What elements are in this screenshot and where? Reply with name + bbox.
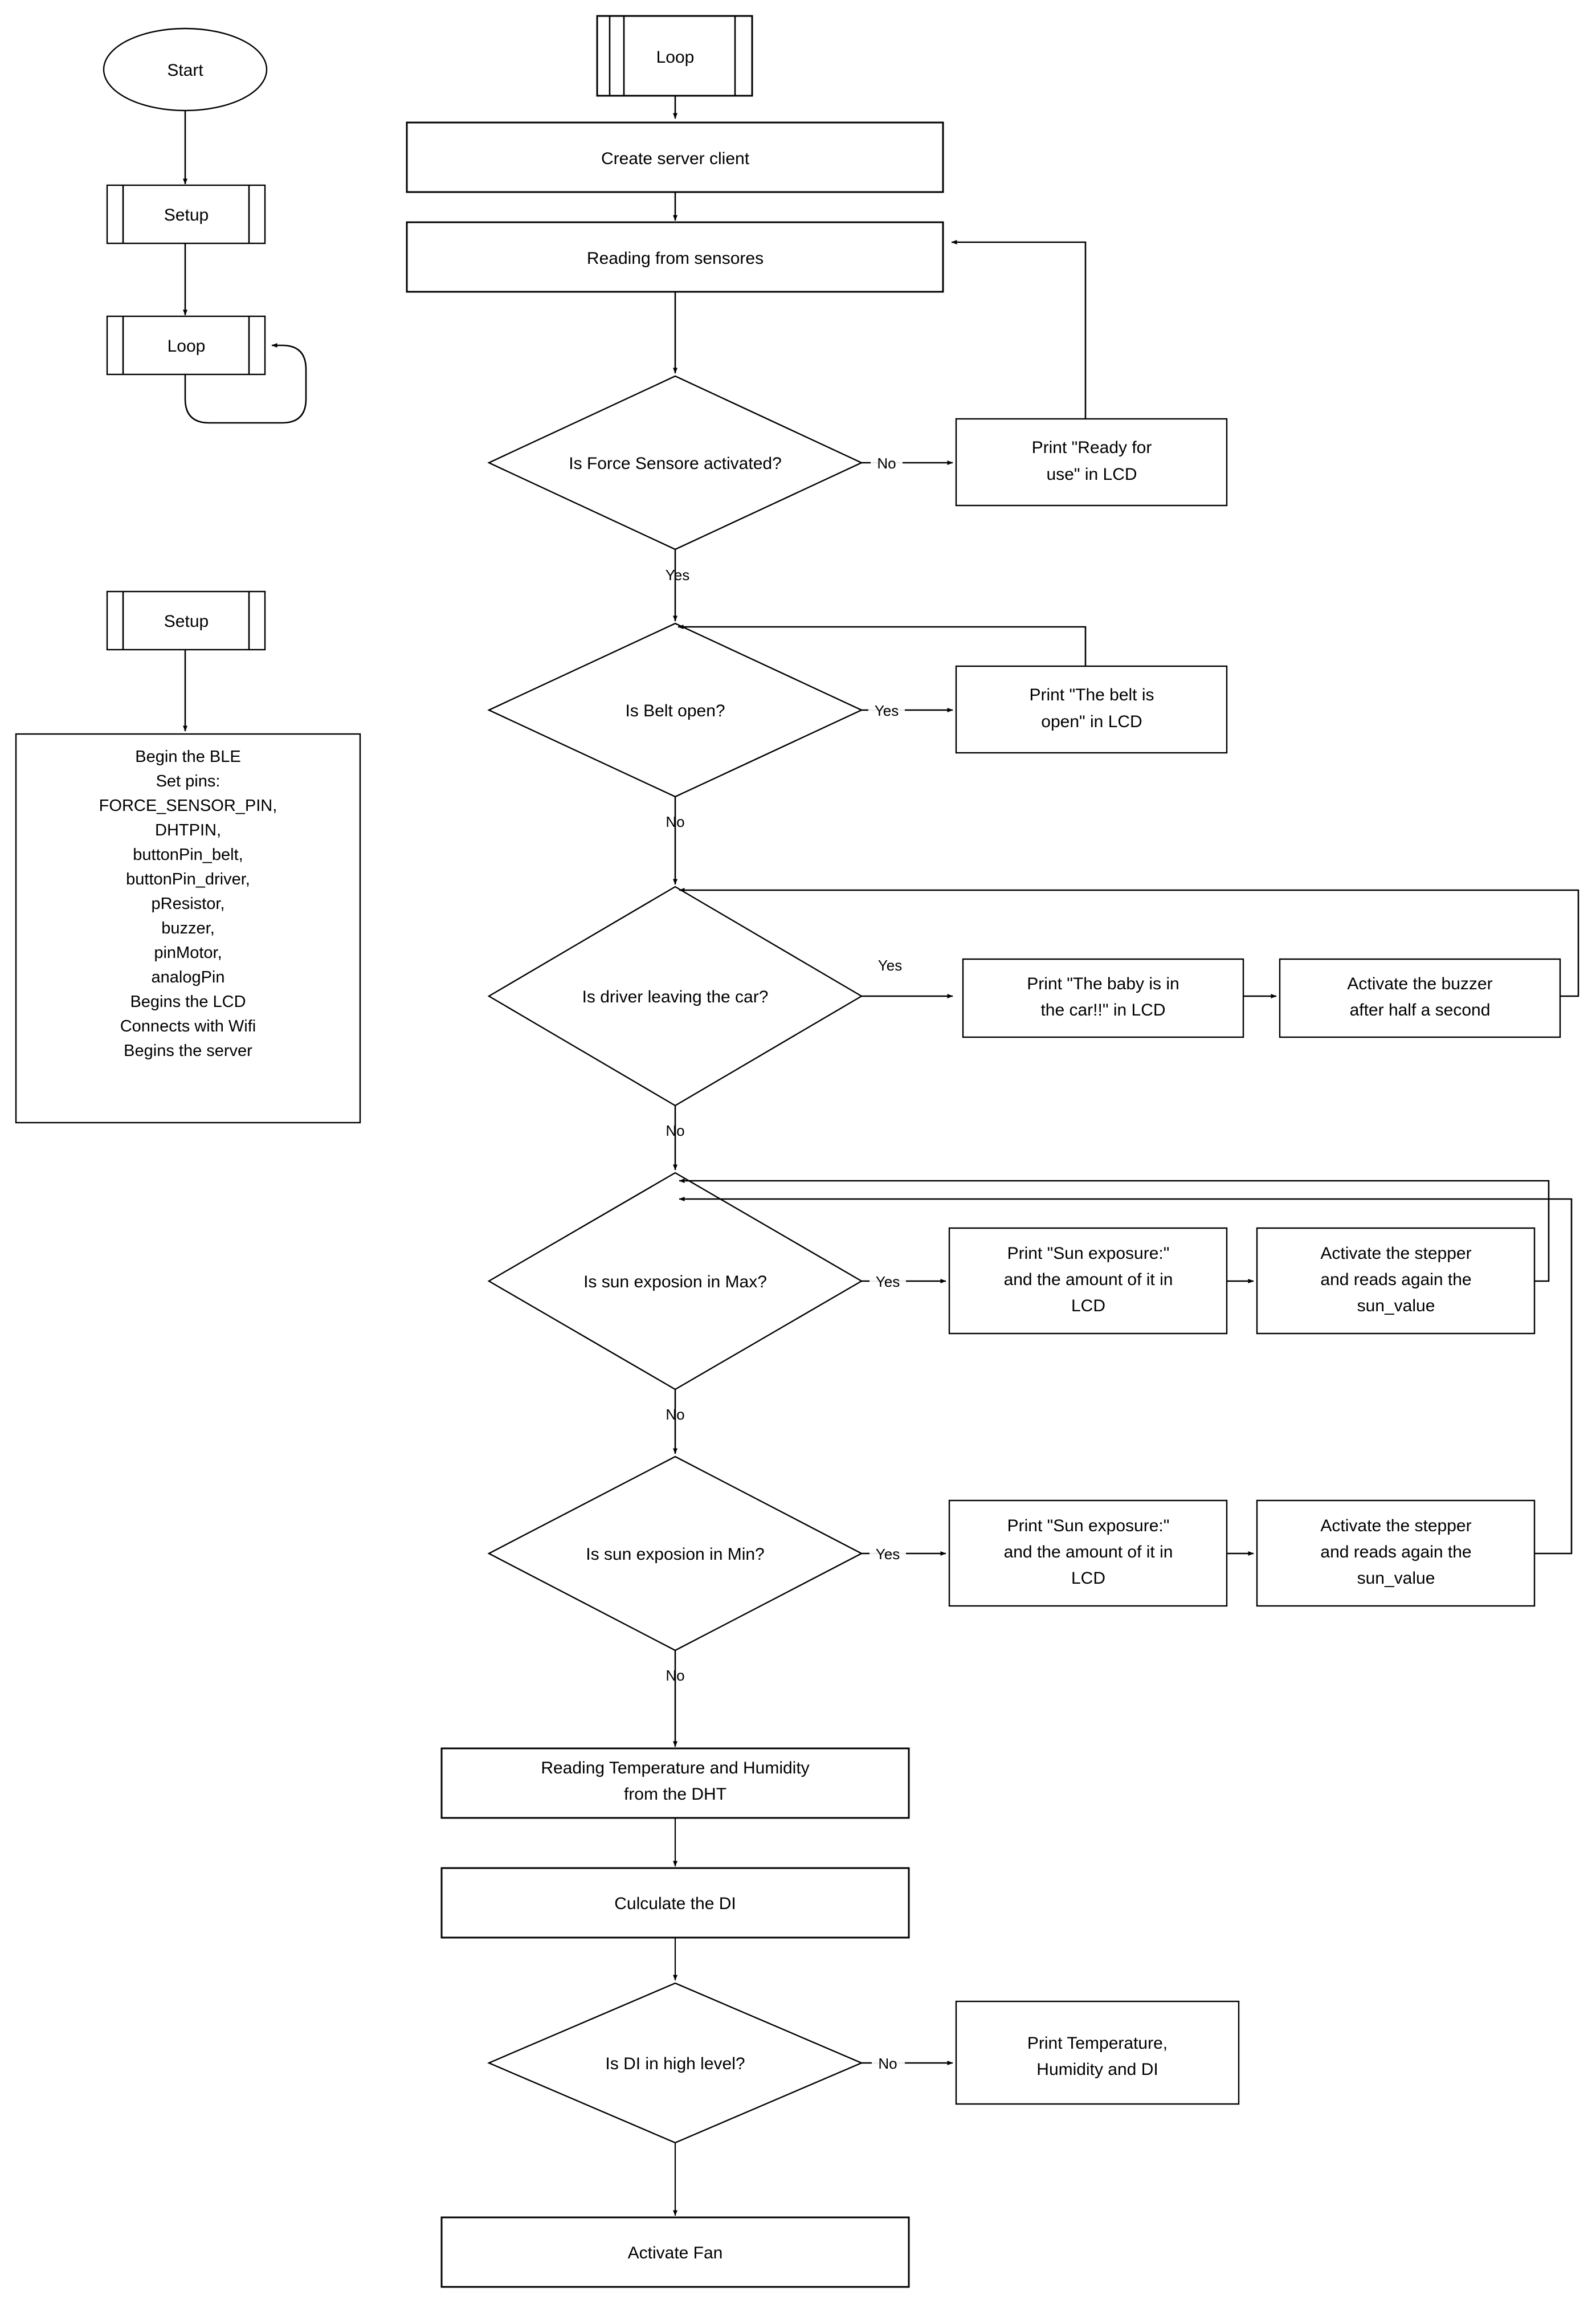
di-high-line-0: Is DI in high level? bbox=[605, 2054, 745, 2073]
setup-line-9: analogPin bbox=[152, 968, 225, 986]
setup-line-5: buttonPin_driver, bbox=[126, 870, 250, 888]
setup-detail-box bbox=[15, 733, 361, 1124]
stepper-min-line-0: Activate the stepper bbox=[1320, 1516, 1471, 1535]
print-sun-max-line-1: and the amount of it in bbox=[1004, 1270, 1173, 1289]
stepper-max-line-1: and reads again the bbox=[1320, 1270, 1471, 1289]
print-belt-open-line-1: open" in LCD bbox=[1041, 712, 1142, 731]
node-calc-di[interactable]: Culculate the DI bbox=[440, 1867, 910, 1939]
force-sensor-yes-label: Yes bbox=[666, 566, 689, 584]
overview-loop-selfedge bbox=[184, 343, 307, 424]
calc-di-line-0: Culculate the DI bbox=[614, 1894, 736, 1913]
activate-buzzer-line-1: after half a second bbox=[1350, 1001, 1491, 1020]
node-stepper-min[interactable]: Activate the stepper and reads again the… bbox=[1256, 1499, 1536, 1607]
setup-line-8: pinMotor, bbox=[154, 944, 222, 962]
node-read-dht[interactable]: Reading Temperature and Humidity from th… bbox=[440, 1747, 910, 1819]
force-sensor-line-0: Is Force Sensore activated? bbox=[569, 454, 782, 473]
print-sun-max-line-2: LCD bbox=[1071, 1296, 1105, 1315]
loop-header-label: Loop bbox=[656, 48, 695, 67]
read-dht-line-1: from the DHT bbox=[624, 1785, 726, 1804]
edge-buzzer-feedback bbox=[679, 888, 1579, 997]
start-label: Start bbox=[167, 61, 203, 80]
activate-fan-line-0: Activate Fan bbox=[628, 2244, 723, 2262]
reading-sensores-line-0: Reading from sensores bbox=[587, 249, 764, 268]
node-force-sensor-decision[interactable]: Is Force Sensore activated? bbox=[487, 375, 863, 551]
setup-line-2: FORCE_SENSOR_PIN, bbox=[99, 797, 277, 815]
node-activate-buzzer[interactable]: Activate the buzzer after half a second bbox=[1279, 958, 1561, 1038]
setup-line-7: buzzer, bbox=[161, 919, 215, 937]
belt-open-line-0: Is Belt open? bbox=[625, 702, 725, 720]
belt-open-yes-label: Yes bbox=[875, 702, 899, 719]
print-ready-line-0: Print "Ready for bbox=[1032, 438, 1152, 457]
node-belt-open-decision[interactable]: Is Belt open? bbox=[487, 622, 863, 798]
node-sun-max-decision[interactable]: Is sun exposion in Max? bbox=[487, 1172, 863, 1390]
stepper-max-line-0: Activate the stepper bbox=[1320, 1244, 1471, 1263]
driver-leaving-yes-label: Yes bbox=[878, 957, 902, 974]
setup-detail-subroutine[interactable]: Setup bbox=[106, 590, 266, 651]
sun-min-yes-label: Yes bbox=[876, 1546, 900, 1563]
node-print-sun-max[interactable]: Print "Sun exposure:" and the amount of … bbox=[948, 1227, 1228, 1335]
setup-line-1: Set pins: bbox=[156, 772, 221, 790]
node-print-belt-open[interactable]: Print "The belt is open" in LCD bbox=[955, 665, 1228, 754]
overview-setup-subroutine[interactable]: Setup bbox=[106, 184, 266, 244]
node-activate-fan[interactable]: Activate Fan bbox=[440, 2216, 910, 2288]
activate-buzzer-line-0: Activate the buzzer bbox=[1347, 974, 1492, 993]
node-print-sun-min[interactable]: Print "Sun exposure:" and the amount of … bbox=[948, 1499, 1228, 1607]
node-stepper-max[interactable]: Activate the stepper and reads again the… bbox=[1256, 1227, 1536, 1335]
setup-line-0: Begin the BLE bbox=[135, 748, 240, 766]
print-belt-open-line-0: Print "The belt is bbox=[1029, 686, 1154, 704]
sun-max-line-0: Is sun exposion in Max? bbox=[583, 1273, 767, 1291]
create-server-client-line-0: Create server client bbox=[601, 149, 750, 168]
overview-group: Start Setup Loop bbox=[103, 27, 307, 424]
setup-line-10: Begins the LCD bbox=[130, 993, 246, 1011]
node-print-ready[interactable]: Print "Ready for use" in LCD bbox=[955, 418, 1228, 507]
edge-stepper-max-feedback bbox=[679, 1179, 1550, 1282]
stepper-min-line-2: sun_value bbox=[1357, 1569, 1435, 1588]
print-sun-min-line-1: and the amount of it in bbox=[1004, 1543, 1173, 1561]
node-print-temp[interactable]: Print Temperature, Humidity and DI bbox=[955, 2000, 1240, 2105]
print-temp-line-1: Humidity and DI bbox=[1036, 2060, 1158, 2079]
stepper-min-line-1: and reads again the bbox=[1320, 1543, 1471, 1561]
setup-line-3: DHTPIN, bbox=[155, 821, 221, 839]
edge-stepper-min-feedback bbox=[679, 1197, 1573, 1555]
force-sensor-no-label: No bbox=[877, 455, 896, 472]
sun-max-yes-label: Yes bbox=[876, 1273, 900, 1290]
print-baby-line-1: the car!!" in LCD bbox=[1040, 1001, 1165, 1020]
setup-detail-group: Setup Begin the BLE Set pins: FORCE_SENS… bbox=[15, 590, 361, 1124]
node-sun-min-decision[interactable]: Is sun exposion in Min? bbox=[487, 1455, 863, 1652]
print-baby-line-0: Print "The baby is in bbox=[1027, 974, 1179, 993]
node-di-high-decision[interactable]: Is DI in high level? bbox=[487, 1982, 864, 2144]
setup-detail-header: Setup bbox=[164, 612, 209, 631]
node-create-server-client[interactable]: Create server client bbox=[406, 121, 944, 193]
edge-print-ready-feedback bbox=[951, 240, 1087, 419]
sun-min-line-0: Is sun exposion in Min? bbox=[586, 1545, 765, 1564]
node-print-baby[interactable]: Print "The baby is in the car!!" in LCD bbox=[962, 958, 1244, 1038]
setup-line-6: pResistor, bbox=[152, 895, 225, 913]
overview-setup-label: Setup bbox=[164, 206, 209, 225]
setup-line-12: Begins the server bbox=[124, 1042, 252, 1060]
node-reading-sensores[interactable]: Reading from sensores bbox=[406, 221, 944, 293]
setup-line-4: buttonPin_belt, bbox=[133, 846, 243, 864]
print-sun-min-line-2: LCD bbox=[1071, 1569, 1105, 1588]
driver-leaving-line-0: Is driver leaving the car? bbox=[582, 988, 769, 1006]
di-high-no-label: No bbox=[878, 2055, 897, 2072]
print-sun-min-line-0: Print "Sun exposure:" bbox=[1007, 1516, 1170, 1535]
read-dht-line-0: Reading Temperature and Humidity bbox=[541, 1759, 809, 1777]
loop-header-subroutine[interactable]: Loop bbox=[596, 15, 753, 97]
overview-loop-subroutine[interactable]: Loop bbox=[106, 315, 266, 376]
print-temp-line-0: Print Temperature, bbox=[1027, 2034, 1168, 2053]
edge-print-belt-feedback bbox=[677, 625, 1087, 666]
stepper-max-line-2: sun_value bbox=[1357, 1296, 1435, 1315]
print-sun-max-line-0: Print "Sun exposure:" bbox=[1007, 1244, 1170, 1263]
setup-line-11: Connects with Wifi bbox=[120, 1017, 256, 1035]
print-ready-line-1: use" in LCD bbox=[1046, 465, 1137, 484]
overview-loop-label: Loop bbox=[168, 337, 206, 356]
node-driver-leaving-decision[interactable]: Is driver leaving the car? bbox=[487, 886, 863, 1107]
